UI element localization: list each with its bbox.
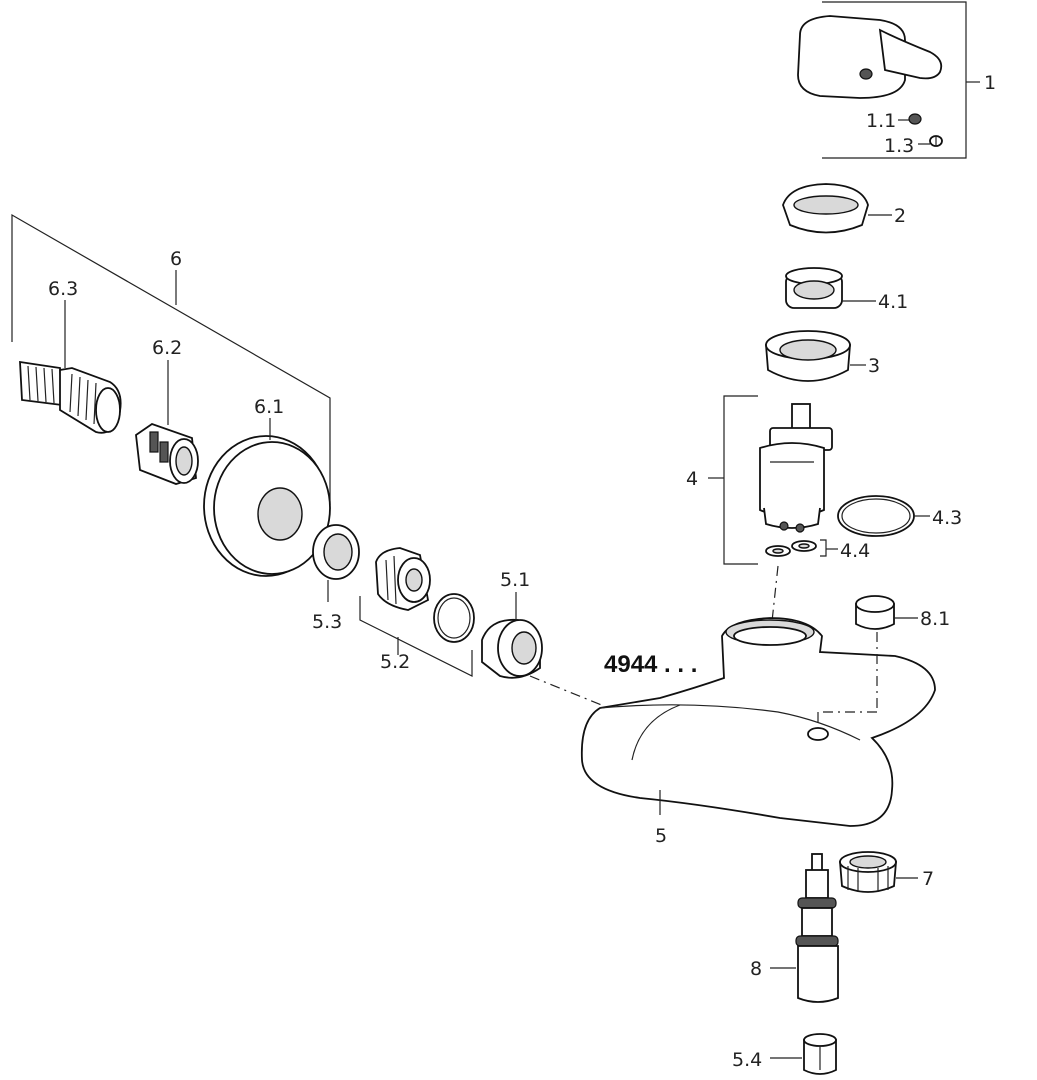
bracket-5-2 bbox=[359, 596, 473, 677]
escutcheon-rosette-6-1 bbox=[203, 435, 331, 577]
model-number: 4944 . . . bbox=[604, 651, 697, 678]
callout-6-1: 6.1 bbox=[254, 396, 284, 418]
callout-1-3: 1.3 bbox=[884, 135, 914, 157]
grub-screw-1-1 bbox=[908, 113, 922, 125]
callout-4-1: 4.1 bbox=[878, 291, 908, 313]
o-ring-5-2 bbox=[433, 593, 475, 643]
callout-5: 5 bbox=[655, 825, 667, 847]
diverter-cartridge-8 bbox=[795, 853, 839, 1003]
check-valve-5-2 bbox=[375, 547, 431, 611]
clamping-nut-3 bbox=[765, 330, 851, 382]
callout-8: 8 bbox=[750, 958, 762, 980]
filter-sleeve-6-2 bbox=[135, 422, 199, 485]
callout-7: 7 bbox=[922, 868, 934, 890]
cap-8-1 bbox=[855, 595, 895, 630]
callout-8-1: 8.1 bbox=[920, 608, 950, 630]
cap-1-3 bbox=[929, 135, 943, 147]
mixer-body-5 bbox=[580, 617, 936, 827]
union-nut-5-1 bbox=[481, 618, 543, 679]
adapter-ring-4-1 bbox=[785, 267, 843, 309]
bracket-6 bbox=[11, 213, 331, 505]
callout-3: 3 bbox=[868, 355, 880, 377]
cartridge-4 bbox=[759, 403, 833, 533]
callout-4-4: 4.4 bbox=[840, 540, 870, 562]
callout-2: 2 bbox=[894, 205, 906, 227]
lever-handle bbox=[797, 15, 943, 99]
callout-6-3: 6.3 bbox=[48, 278, 78, 300]
callout-4-3: 4.3 bbox=[932, 507, 962, 529]
callout-5-2: 5.2 bbox=[380, 651, 410, 673]
insert-5-4 bbox=[803, 1033, 837, 1075]
callout-5-3: 5.3 bbox=[312, 611, 342, 633]
s-union-connector-6-3 bbox=[19, 360, 122, 434]
washer-5-3 bbox=[312, 524, 360, 580]
callout-6: 6 bbox=[170, 248, 182, 270]
diverter-nut-7 bbox=[839, 851, 897, 893]
callout-5-1: 5.1 bbox=[500, 569, 530, 591]
callout-4: 4 bbox=[686, 468, 698, 490]
callout-1: 1 bbox=[984, 72, 996, 94]
bracket-1 bbox=[822, 1, 967, 159]
callout-5-4: 5.4 bbox=[732, 1049, 762, 1071]
callout-6-2: 6.2 bbox=[152, 337, 182, 359]
bracket-4 bbox=[723, 395, 758, 565]
callout-1-1: 1.1 bbox=[866, 110, 896, 132]
seals-4-4 bbox=[765, 540, 817, 557]
o-ring-4-3 bbox=[837, 495, 915, 537]
cover-cap-2 bbox=[782, 183, 869, 234]
